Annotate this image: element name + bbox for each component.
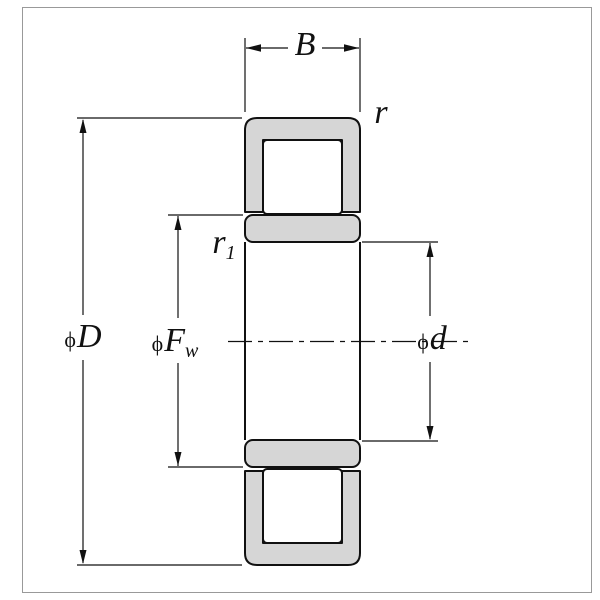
label-width-B-text: B [294,26,316,63]
page-border [22,7,592,593]
label-raceway-diameter-text: F [164,322,186,359]
label-raceway-diameter-sub: w [185,340,199,362]
dimension-bore-diameter [362,241,438,442]
label-outer-diameter-text: D [77,318,102,355]
phi-symbol: ϕ [151,331,164,356]
roller-bottom [262,468,343,544]
label-width-B: B [295,28,316,62]
dimension-raceway-diameter [168,214,243,468]
label-bore-diameter-text: d [429,320,447,357]
dimension-outer-diameter [77,117,242,566]
label-raceway-diameter-phiFw: ϕFw [151,322,199,362]
roller-top [262,139,343,215]
outer-ring-top-section [244,117,361,213]
label-inner-chamfer-sub: 1 [225,242,236,264]
outer-ring-bottom-section [244,470,361,566]
label-bore-diameter-phid: ϕd [417,322,447,356]
label-outer-chamfer-r: r [374,96,387,130]
dimension-width-B [244,38,361,112]
label-inner-chamfer-text: r [212,224,226,261]
phi-symbol: ϕ [64,327,77,352]
label-outer-chamfer-text: r [374,94,388,131]
label-outer-diameter-phiD: ϕD [64,320,101,354]
inner-ring-top-section [244,214,361,243]
phi-symbol: ϕ [417,329,429,354]
label-inner-chamfer-r1: r1 [212,224,235,264]
inner-ring-bottom-section [244,439,361,468]
